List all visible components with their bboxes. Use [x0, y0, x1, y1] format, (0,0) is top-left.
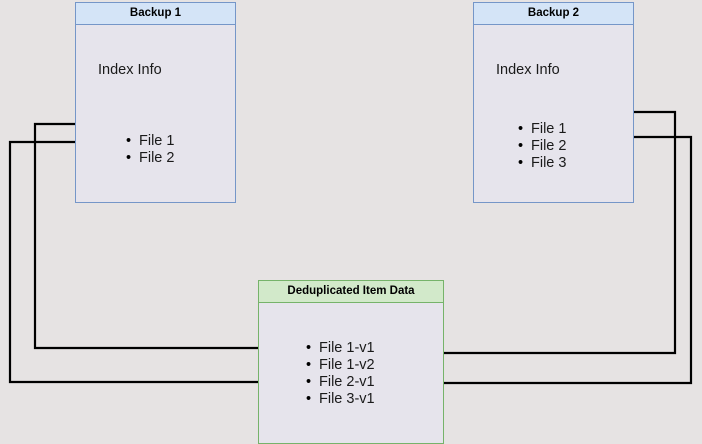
- list-item: File 2: [518, 138, 566, 155]
- list-item: File 1: [518, 121, 566, 138]
- list-item: File 3: [518, 155, 566, 172]
- list-item: File 1: [126, 133, 174, 150]
- node-deduplicated-item-data-file-list: File 1-v1 File 1-v2 File 2-v1 File 3-v1: [306, 340, 375, 408]
- list-item: File 1-v1: [306, 340, 375, 357]
- node-deduplicated-item-data-title: Deduplicated Item Data: [259, 281, 443, 303]
- node-backup-1-title: Backup 1: [76, 3, 235, 25]
- list-item: File 2: [126, 150, 174, 167]
- node-deduplicated-item-data-body: File 1-v1 File 1-v2 File 2-v1 File 3-v1: [259, 303, 443, 443]
- node-backup-2-body: Index Info File 1 File 2 File 3: [474, 25, 633, 202]
- list-item: File 1-v2: [306, 357, 375, 374]
- node-backup-2[interactable]: Backup 2 Index Info File 1 File 2 File 3: [473, 2, 634, 203]
- node-backup-1[interactable]: Backup 1 Index Info File 1 File 2: [75, 2, 236, 203]
- node-backup-1-file-list: File 1 File 2: [126, 133, 174, 167]
- node-backup-1-index-label: Index Info: [98, 62, 162, 78]
- node-backup-1-body: Index Info File 1 File 2: [76, 25, 235, 202]
- node-deduplicated-item-data[interactable]: Deduplicated Item Data File 1-v1 File 1-…: [258, 280, 444, 444]
- list-item: File 2-v1: [306, 374, 375, 391]
- list-item: File 3-v1: [306, 391, 375, 408]
- node-backup-2-file-list: File 1 File 2 File 3: [518, 121, 566, 172]
- node-backup-2-index-label: Index Info: [496, 62, 560, 78]
- node-backup-2-title: Backup 2: [474, 3, 633, 25]
